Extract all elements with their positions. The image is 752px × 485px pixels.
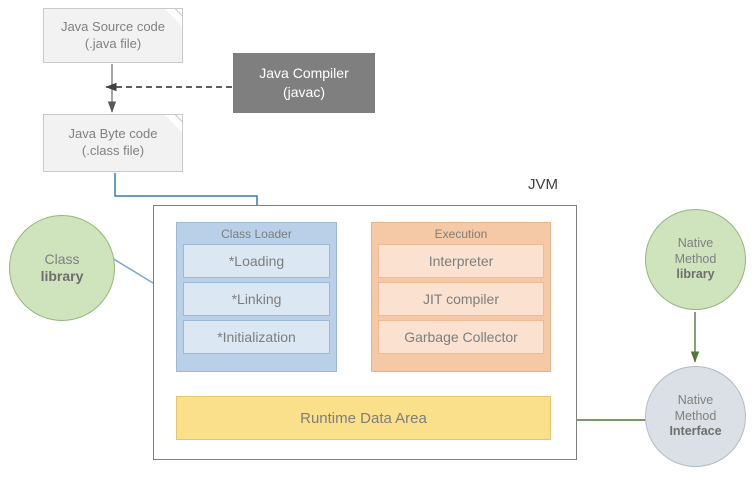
native-method-interface-line3: Interface: [669, 424, 722, 439]
class-loader-title: Class Loader: [221, 227, 292, 241]
native-method-library-node: Native Method library: [645, 209, 746, 310]
java-bytecode-node: Java Byte code (.class file): [43, 114, 183, 172]
execution-panel: Execution Interpreter JIT compiler Garba…: [371, 222, 551, 372]
fold-corner-icon: [165, 115, 182, 132]
runtime-data-area-node: Runtime Data Area: [176, 396, 551, 440]
native-method-library-line1: Native: [677, 236, 714, 251]
java-source-line1: Java Source code: [60, 18, 166, 34]
fold-corner-icon: [165, 9, 182, 26]
class-library-line1: Class: [44, 250, 80, 267]
native-method-interface-line1: Native: [677, 393, 714, 408]
class-loader-item-loading: *Loading: [183, 244, 330, 278]
java-compiler-line2: (javac): [282, 84, 325, 100]
java-source-code-node: Java Source code (.java file): [43, 8, 183, 63]
java-bytecode-line2: (.class file): [81, 143, 145, 158]
native-method-library-line3: library: [676, 267, 715, 282]
java-bytecode-line1: Java Byte code: [68, 126, 158, 142]
class-loader-item-linking: *Linking: [183, 282, 330, 316]
execution-item-interpreter: Interpreter: [378, 244, 544, 278]
jvm-title-label: JVM: [528, 176, 558, 193]
java-compiler-node: Java Compiler (javac): [233, 53, 375, 113]
class-loader-panel: Class Loader *Loading *Linking *Initiali…: [176, 222, 337, 372]
class-library-node: Class library: [9, 215, 115, 321]
java-compiler-line1: Java Compiler: [259, 65, 349, 82]
class-loader-item-initialization: *Initialization: [183, 320, 330, 354]
execution-item-jit-compiler: JIT compiler: [378, 282, 544, 316]
execution-title: Execution: [434, 227, 488, 241]
native-method-library-line2: Method: [674, 251, 717, 266]
class-library-line2: library: [40, 268, 84, 284]
java-source-line2: (.java file): [84, 35, 142, 51]
native-method-interface-node: Native Method Interface: [645, 366, 746, 467]
execution-item-garbage-collector: Garbage Collector: [378, 320, 544, 354]
native-method-interface-line2: Method: [674, 408, 717, 423]
